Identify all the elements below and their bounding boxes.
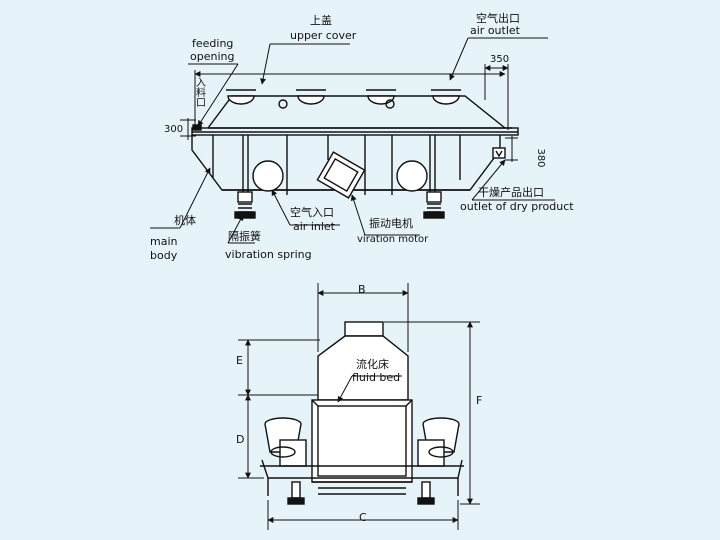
air-outlet-nozzles [226, 89, 461, 105]
front-view-dimensions [180, 64, 518, 162]
air-inlet-left-circle [252, 160, 284, 192]
vibration-spring-right [423, 191, 445, 219]
dim-300-label: 300 [164, 124, 183, 135]
main-body-en-label-1: main [150, 235, 178, 248]
dry-product-outlet [492, 147, 506, 159]
spring-en-label: vibration spring [225, 248, 312, 261]
air-inlet-right-circle [396, 160, 428, 192]
side-right-spring-unit [417, 417, 460, 467]
vibration-motor [316, 151, 366, 199]
dim-380-label: 380 [535, 148, 546, 167]
motor-en-label: viration motor [357, 234, 429, 245]
upper-cover-en-label: upper cover [290, 29, 357, 42]
vibration-spring-left [234, 191, 256, 219]
fluid-bed-chamber [311, 399, 413, 483]
main-body-en-label-2: body [150, 249, 178, 262]
dim-d-label: D [236, 433, 244, 446]
spring-cn-label: 隔振簧 [228, 229, 261, 243]
upper-cover-cn-label: 上盖 [310, 13, 332, 27]
feeding-cn-label: 入料口 [194, 77, 206, 107]
air-outlet-en-label: air outlet [470, 24, 521, 37]
motor-cn-label: 振动电机 [369, 216, 413, 230]
side-left-spring-unit [264, 417, 307, 467]
dim-350-label: 350 [490, 54, 509, 65]
air-inlet-en-label: air inlet [293, 220, 336, 233]
air-outlet-cn-label: 空气出口 [476, 11, 520, 25]
dim-c-label: C [359, 511, 367, 524]
base-frame [261, 459, 463, 479]
air-inlet-cn-label: 空气入口 [290, 205, 334, 219]
dry-outlet-en-label: outlet of dry product [460, 200, 574, 213]
front-elevation-view [191, 89, 519, 219]
front-view-leaders [150, 37, 555, 244]
dry-outlet-cn-label: 干燥产品出口 [478, 185, 544, 199]
feeding-en-label-1: feeding [192, 37, 233, 50]
upper-cover-outline [207, 95, 506, 129]
feeding-en-label-2: opening [190, 50, 234, 63]
main-body-cn-label: 机体 [174, 213, 196, 227]
fluid-bed-en-label: fluid bed [352, 371, 400, 384]
dim-f-label: F [476, 394, 482, 407]
dim-e-label: E [236, 354, 243, 367]
side-view-dimensions [238, 283, 480, 530]
dim-b-label: B [358, 283, 366, 296]
fluid-bed-leader [337, 375, 402, 403]
fluid-bed-cn-label: 流化床 [356, 357, 389, 371]
side-elevation-view [260, 321, 464, 505]
